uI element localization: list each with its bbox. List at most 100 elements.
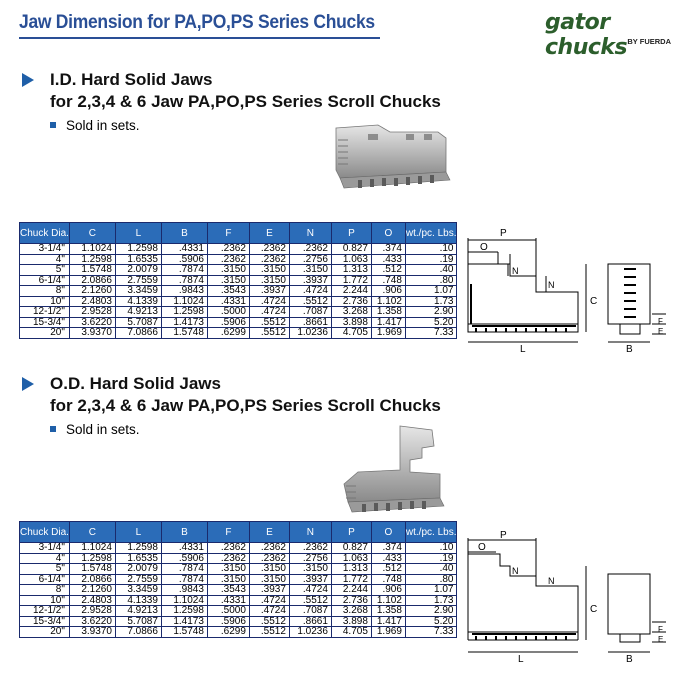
dim-label-b: B — [626, 654, 633, 665]
section-heading: O.D. Hard Solid Jaws — [50, 374, 221, 393]
logo-wordmark: gator chucks — [545, 10, 628, 60]
dimension-cell: .3150 — [206, 573, 250, 585]
chuck-size-cell: 4" — [19, 253, 70, 265]
id-jaw-photo — [335, 124, 451, 189]
dimension-cell: 1.358 — [370, 605, 406, 617]
section-subheading: for 2,3,4 & 6 Jaw PA,PO,PS Series Scroll… — [50, 396, 441, 415]
dimension-cell: .374 — [370, 243, 406, 255]
dimension-cell: .19 — [404, 552, 458, 564]
dimension-cell: .906 — [370, 584, 406, 596]
dimension-cell: .4724 — [248, 295, 290, 307]
dimension-cell: 3.898 — [330, 316, 372, 328]
dimension-cell: 2.0079 — [114, 563, 162, 575]
dimension-cell: .4331 — [160, 243, 208, 255]
chuck-size-cell: 10" — [19, 295, 70, 307]
dimension-cell: .19 — [404, 253, 458, 265]
dimension-cell: 1.2598 — [114, 243, 162, 255]
dimension-cell: .2362 — [206, 542, 250, 554]
square-bullet-icon — [50, 426, 56, 432]
dimension-cell: 2.244 — [330, 285, 372, 297]
dimension-cell: .6299 — [206, 327, 250, 339]
dimension-cell: .2362 — [248, 542, 290, 554]
dim-label-o: O — [478, 542, 486, 553]
dimension-cell: .748 — [370, 573, 406, 585]
header-cell: L — [114, 222, 162, 244]
header-cell: P — [330, 521, 372, 543]
id-jaw-dimension-diagram: P O N N C L B F E — [467, 228, 666, 354]
header-cell: Chuck Dia. — [19, 521, 70, 543]
dimension-cell: .2362 — [248, 243, 290, 255]
dimension-cell: .4724 — [248, 605, 290, 617]
dimension-cell: 1.417 — [370, 316, 406, 328]
dimension-cell: .2362 — [288, 243, 332, 255]
dimension-cell: 3.3459 — [114, 584, 162, 596]
dimension-cell: 2.244 — [330, 584, 372, 596]
dimension-cell: .10 — [404, 542, 458, 554]
dimension-cell: 1.1024 — [68, 243, 116, 255]
chuck-size-cell: 6-1/4" — [19, 573, 70, 585]
dimension-cell: 4.1339 — [114, 295, 162, 307]
dimension-cell: 3.9370 — [68, 327, 116, 339]
dimension-cell: .4331 — [206, 295, 250, 307]
dimension-cell: 1.0236 — [288, 626, 332, 638]
dimension-cell: 0.827 — [330, 542, 372, 554]
dimension-cell: 1.2598 — [114, 542, 162, 554]
dimension-cell: 1.358 — [370, 306, 406, 318]
dimension-cell: .3150 — [248, 573, 290, 585]
dimension-table: Chuck Dia. C L B F E N P O wt./pc. Lbs. … — [19, 222, 458, 339]
dimension-cell: .2362 — [288, 542, 332, 554]
chuck-size-cell: 3-1/4" — [19, 542, 70, 554]
header-cell: Chuck Dia. — [19, 222, 70, 244]
dimension-cell: 4.9213 — [114, 306, 162, 318]
dimension-cell: 1.4173 — [160, 316, 208, 328]
dimension-cell: 1.2598 — [160, 306, 208, 318]
dimension-cell: 1.5748 — [160, 626, 208, 638]
dimension-cell: 1.969 — [370, 327, 406, 339]
dimension-cell: .433 — [370, 552, 406, 564]
play-arrow-icon — [22, 377, 34, 391]
dimension-cell: .3937 — [288, 573, 332, 585]
chuck-size-cell: 8" — [19, 285, 70, 297]
dimension-cell: 0.827 — [330, 243, 372, 255]
title-underline — [19, 37, 380, 39]
dimension-cell: .8661 — [288, 615, 332, 627]
dim-label-o: O — [480, 242, 488, 253]
dimension-cell: .7874 — [160, 274, 208, 286]
chuck-size-cell: 15-3/4" — [19, 316, 70, 328]
dimension-cell: 4.705 — [330, 327, 372, 339]
dimension-cell: 2.9528 — [68, 605, 116, 617]
dimension-cell: 3.6220 — [68, 615, 116, 627]
dimension-cell: .4724 — [288, 584, 332, 596]
dim-label-f: F — [658, 317, 663, 326]
dimension-cell: .5000 — [206, 605, 250, 617]
dimension-table-od: Chuck Dia. C L B F E N P O wt./pc. Lbs. … — [19, 521, 458, 638]
sold-note-text: Sold in sets. — [66, 422, 140, 437]
header-cell: F — [206, 222, 250, 244]
dimension-cell: .5906 — [160, 552, 208, 564]
dimension-cell: 7.33 — [404, 327, 458, 339]
dimension-cell: 2.7559 — [114, 573, 162, 585]
dimension-cell: 1.2598 — [160, 605, 208, 617]
dimension-cell: .3150 — [288, 563, 332, 575]
od-jaw-dimension-diagram: P O N N C L B F E — [467, 530, 666, 665]
dimension-cell: 7.33 — [404, 626, 458, 638]
header-cell: wt./pc. Lbs. — [404, 222, 458, 244]
dimension-cell: 2.4803 — [68, 594, 116, 606]
dimension-cell: .2756 — [288, 552, 332, 564]
dimension-cell: .3937 — [288, 274, 332, 286]
chuck-size-cell: 10" — [19, 594, 70, 606]
dimension-cell: .7874 — [160, 264, 208, 276]
dimension-cell: .433 — [370, 253, 406, 265]
dimension-cell: .3150 — [206, 264, 250, 276]
chuck-size-cell: 12-1/2" — [19, 605, 70, 617]
dimension-cell: 2.736 — [330, 295, 372, 307]
